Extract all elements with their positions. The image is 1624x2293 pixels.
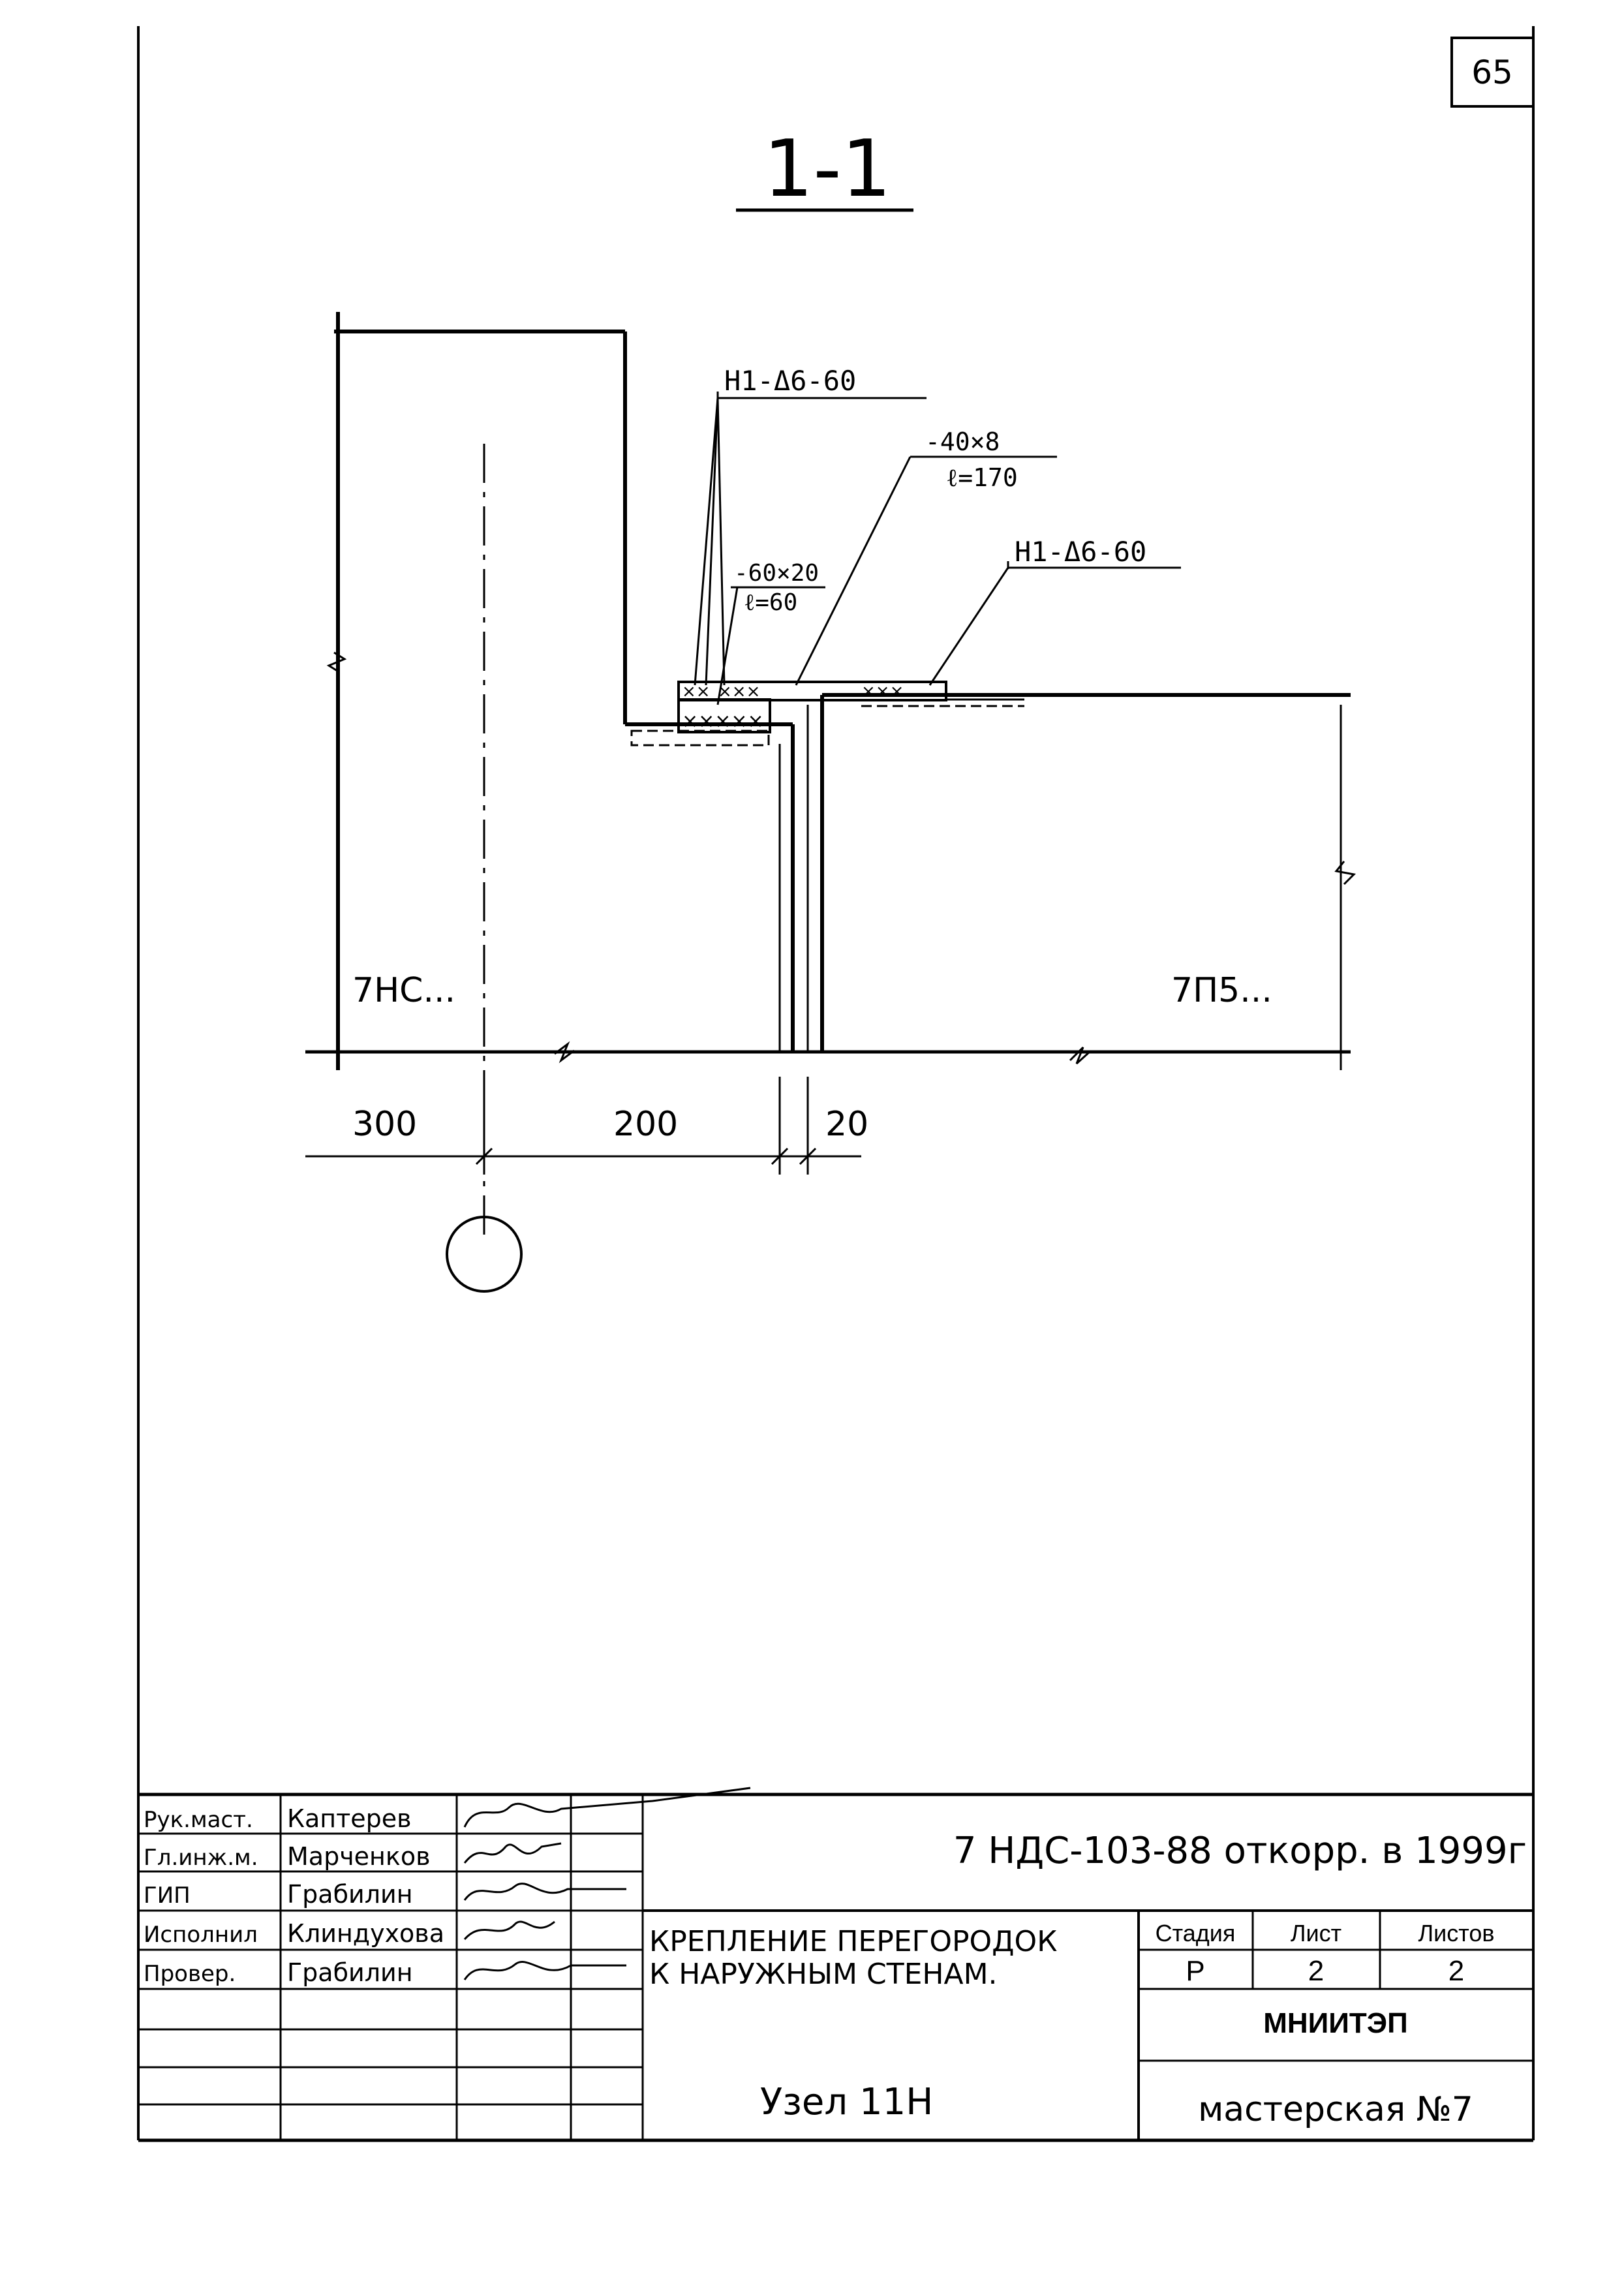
section-title: 1-1 bbox=[763, 124, 891, 215]
drawing-title-line-2: К НАРУЖНЫМ СТЕНАМ. bbox=[649, 1958, 998, 1991]
sheet-number-box: 65 bbox=[1450, 37, 1535, 108]
role-label-3: Исполнил bbox=[144, 1922, 258, 1948]
axis-marker-circle bbox=[446, 1216, 523, 1293]
section-title-group: 1-1 bbox=[736, 124, 913, 215]
callout-anchor-right: Н1-Δ6-60 bbox=[1015, 536, 1146, 568]
dimension-200: 200 bbox=[613, 1105, 678, 1144]
callout-anchor-top: Н1-Δ6-60 bbox=[724, 365, 856, 397]
panel-label-right: 7П5... bbox=[1171, 971, 1272, 1010]
role-name-4: Грабилин bbox=[287, 1958, 413, 1987]
drawing-title-line-1: КРЕПЛЕНИЕ ПЕРЕГОРОДОК bbox=[649, 1925, 1057, 1958]
sheets-header: Листов bbox=[1418, 1920, 1495, 1947]
sheets-value: 2 bbox=[1448, 1955, 1464, 1987]
node-label: Узел 11Н bbox=[760, 2081, 933, 2123]
role-name-0: Каптерев bbox=[287, 1804, 412, 1833]
partition-panel-right bbox=[806, 693, 1351, 1070]
panel-label-left: 7НС... bbox=[352, 971, 455, 1010]
embedded-plate-left bbox=[630, 730, 770, 746]
signature-1 bbox=[463, 1842, 562, 1864]
sheet-value: 2 bbox=[1308, 1955, 1324, 1987]
callout-plate-size: -40×8 bbox=[925, 427, 1000, 456]
callout-pad-size: -60×20 bbox=[734, 560, 819, 587]
role-name-1: Марченков bbox=[287, 1842, 430, 1871]
svg-text:×××××: ××××× bbox=[682, 710, 764, 733]
wall-panel-left bbox=[334, 312, 795, 1070]
svg-text:×××: ××× bbox=[718, 682, 760, 701]
document-code: 7 НДС-103-88 откорр. в 1999г bbox=[953, 1830, 1527, 1872]
signature-2 bbox=[463, 1883, 626, 1901]
organization-name: МНИИТЭП bbox=[1263, 2007, 1407, 2039]
title-block bbox=[138, 1793, 1533, 2142]
role-label-1: Гл.инж.м. bbox=[144, 1845, 258, 1871]
callout-leaders bbox=[694, 392, 1181, 705]
stage-value: Р bbox=[1186, 1955, 1204, 1987]
callout-plate-length: ℓ=170 bbox=[946, 463, 1018, 492]
sheet-number: 65 bbox=[1471, 54, 1513, 91]
steel-pad bbox=[677, 698, 771, 733]
role-name-3: Клиндухова bbox=[287, 1919, 444, 1948]
svg-text:××: ×× bbox=[682, 682, 711, 701]
workshop-name: мастерская №7 bbox=[1198, 2090, 1473, 2129]
signature-0 bbox=[463, 1787, 751, 1828]
signature-3 bbox=[463, 1920, 555, 1940]
signature-4 bbox=[463, 1961, 626, 1980]
weld-marks: ×× ××× ××× ××××× bbox=[682, 682, 904, 733]
dimension-chain bbox=[305, 1077, 861, 1175]
role-name-2: Грабилин bbox=[287, 1880, 413, 1909]
sheet-header: Лист bbox=[1291, 1920, 1341, 1947]
stage-header: Стадия bbox=[1156, 1920, 1236, 1947]
svg-text:×××: ××× bbox=[861, 682, 904, 701]
dimension-20: 20 bbox=[825, 1105, 868, 1144]
role-label-0: Рук.маст. bbox=[144, 1807, 253, 1833]
signatures bbox=[463, 1787, 751, 1980]
callout-pad-length: ℓ=60 bbox=[744, 589, 797, 616]
connection-detail bbox=[630, 681, 1024, 746]
role-label-4: Провер. bbox=[144, 1961, 236, 1987]
steel-plate bbox=[677, 681, 947, 701]
role-label-2: ГИП bbox=[144, 1883, 191, 1909]
dimension-300: 300 bbox=[352, 1105, 417, 1144]
